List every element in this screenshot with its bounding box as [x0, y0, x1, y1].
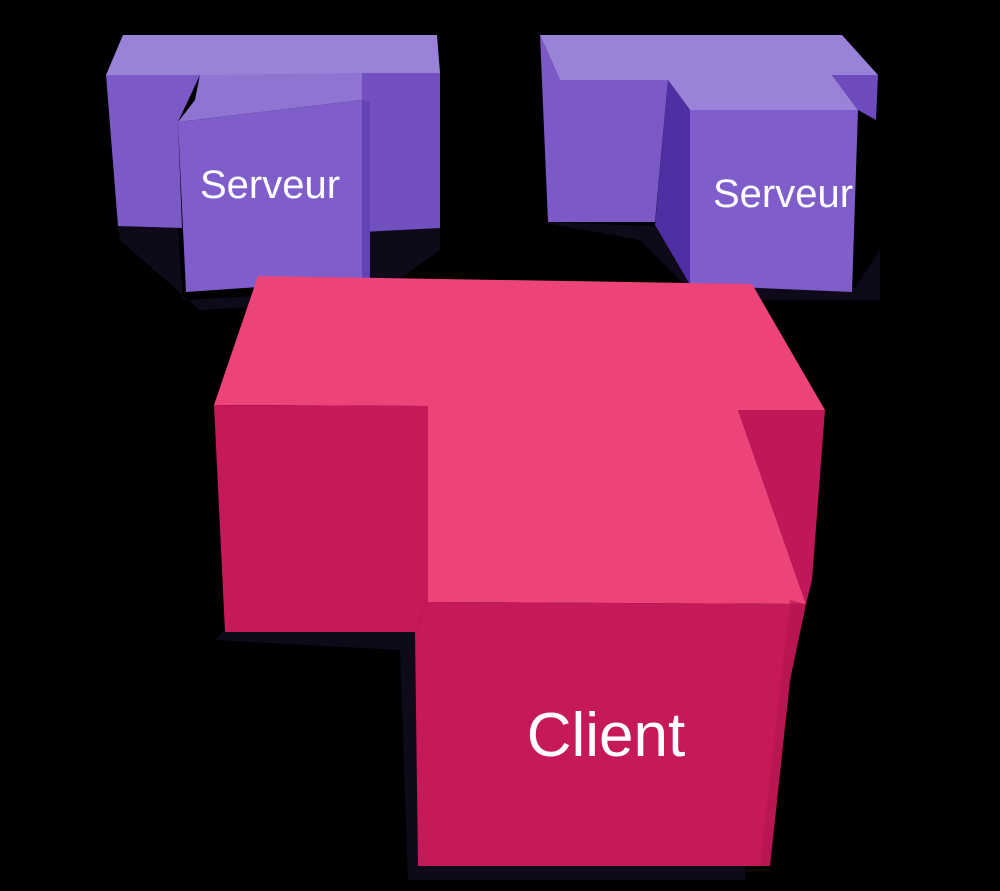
server-left-top-step: [178, 73, 362, 122]
server-label-right: Serveur: [713, 172, 853, 216]
client-front-face: [415, 602, 806, 866]
server-label-left: Serveur: [200, 163, 340, 207]
client-front-shade: [760, 600, 806, 866]
client-top: [214, 276, 825, 604]
client-left-front-face: [214, 405, 428, 632]
server-block-right: [540, 35, 878, 292]
server-right-dark-side: [655, 80, 690, 285]
server-left-front-face: [178, 100, 362, 292]
server-right-top-right: [832, 75, 878, 120]
server-right-front-face: [690, 110, 858, 292]
server-right-back-face: [540, 35, 668, 222]
server-block-left: [106, 35, 440, 292]
client-label: Client: [527, 701, 686, 770]
server-left-right-face: [362, 73, 440, 232]
client-right-back-face: [738, 410, 825, 604]
server-left-back-face: [106, 75, 200, 228]
server-right-top: [540, 35, 878, 110]
client-block: [214, 276, 825, 866]
server-left-edge: [362, 100, 370, 282]
server-left-shadow: [118, 225, 440, 310]
